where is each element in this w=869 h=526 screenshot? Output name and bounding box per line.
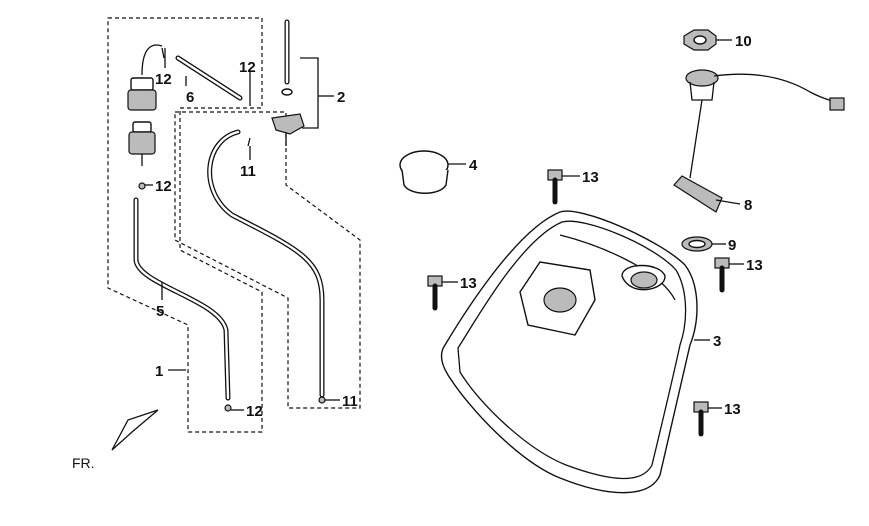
part-5-hose [133, 197, 231, 401]
callout-9: 9 [728, 237, 736, 254]
callout-13-c: 13 [746, 257, 763, 274]
callout-13-a: 13 [582, 169, 599, 186]
callout-6: 6 [186, 89, 194, 106]
callout-12-a: 12 [155, 71, 172, 88]
callout-11-b: 11 [342, 393, 358, 410]
part-8-wire [713, 73, 841, 105]
part-2-valve-body [271, 113, 305, 135]
group-outline-right [174, 111, 361, 409]
filter-lower-cap [132, 121, 152, 133]
filter-hose-top [141, 44, 163, 76]
callout-13-b: 13 [460, 275, 477, 292]
callout-5: 5 [156, 303, 164, 320]
part-8-float [673, 175, 723, 213]
clip-11-bottom [318, 396, 326, 404]
bolt-13-top [547, 169, 563, 205]
part-2-oring [281, 88, 293, 96]
callout-13-d: 13 [724, 401, 741, 418]
callout-12-b: 12 [239, 59, 256, 76]
part-8-float-arm [689, 99, 703, 179]
part-3-fuel-tank [440, 210, 698, 494]
clip-12-filter [138, 182, 146, 190]
filter-cap [130, 77, 154, 91]
part-8-connector [829, 97, 845, 111]
bolt-13-right-lower [693, 401, 709, 437]
callout-1: 1 [155, 363, 163, 380]
filter-body [127, 89, 157, 111]
group-outline-left [107, 17, 263, 433]
front-label: FR. [72, 455, 95, 471]
bracket-part-2 [300, 57, 319, 129]
callout-2: 2 [337, 89, 345, 106]
filter-lower-body [128, 131, 156, 155]
bolt-13-left [427, 275, 443, 311]
callout-11-a: 11 [240, 163, 256, 180]
callout-4: 4 [469, 157, 478, 174]
clip-12-bottom [224, 404, 232, 412]
bolt-13-right-upper [714, 257, 730, 293]
callout-12-d: 12 [246, 403, 263, 420]
callout-8: 8 [744, 197, 752, 214]
callout-12-c: 12 [155, 178, 172, 195]
front-direction-arrow [111, 409, 159, 451]
callout-3: 3 [713, 333, 721, 350]
part-8-sender-head [685, 69, 719, 87]
callout-10: 10 [735, 33, 752, 50]
